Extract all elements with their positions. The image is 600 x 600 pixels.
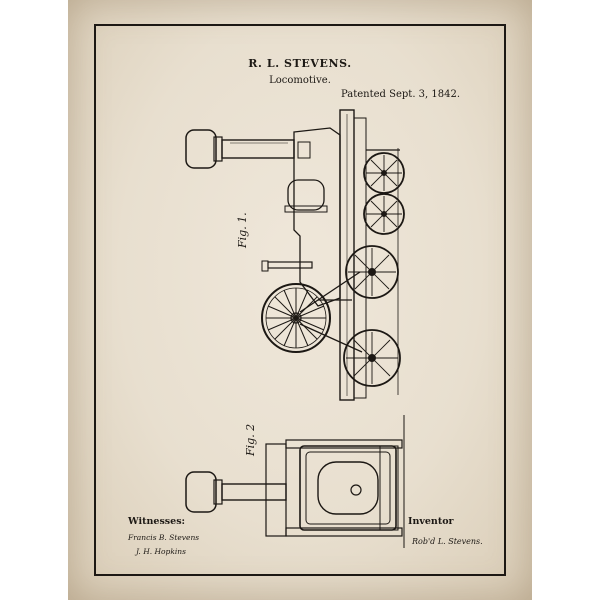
patent-date: Patented Sept. 3, 1842. [341, 89, 461, 100]
figure-1-locomotive-elevation: Fig. 1. [185, 109, 405, 401]
wheel-middle-right [345, 245, 399, 299]
exhaust-pipe [261, 260, 313, 272]
inventor-signature: Rob'd L. Stevens. [411, 537, 483, 546]
figure-2-label: Fig. 2 [244, 424, 257, 457]
boiler-body [293, 127, 341, 307]
figure-1-label: Fig. 1. [236, 212, 249, 249]
wheel-upper-right-2 [363, 193, 405, 235]
smokestack [185, 129, 295, 169]
inventor-name-heading: R. L. STEVENS. [248, 57, 352, 70]
smokestack-end-view [185, 471, 287, 513]
wheel-upper-right-1 [363, 152, 405, 194]
witness-signature-1: Francis B. Stevens [127, 533, 199, 542]
tender-end-view [265, 439, 403, 537]
witness-signature-2: J. H. Hopkins [134, 547, 186, 556]
witness-signatures: Francis B. Stevens J. H. Hopkins [127, 533, 199, 556]
steam-dome [284, 179, 328, 213]
drive-wheel-large [261, 283, 331, 353]
invention-title: Locomotive. [269, 75, 331, 86]
inventor-label: Inventor [408, 516, 454, 527]
drawing-border-frame [94, 24, 506, 576]
witnesses-label: Witnesses: [128, 516, 186, 527]
wheel-lower-right [343, 329, 401, 387]
connecting-rods [299, 271, 363, 353]
figure-2-locomotive-end-view: Fig. 2 [185, 415, 405, 548]
